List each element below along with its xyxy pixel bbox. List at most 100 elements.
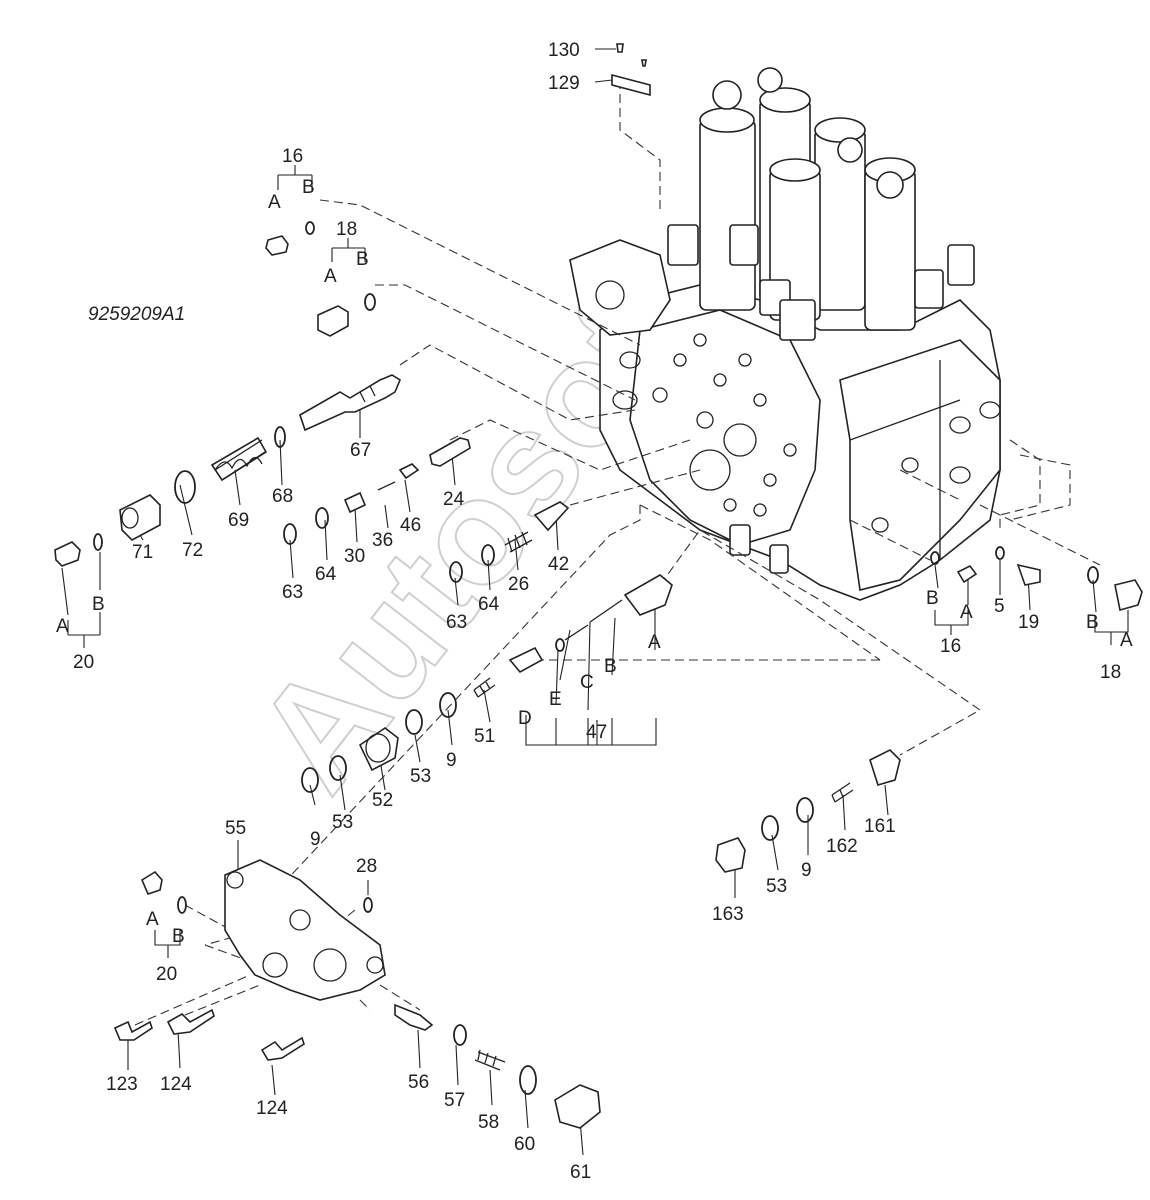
part-63b-ring [449, 561, 463, 583]
part-53b-ring [329, 755, 347, 781]
part-161 [869, 749, 901, 786]
callout-label: 9 [310, 829, 321, 850]
callout-label: 72 [182, 540, 203, 561]
callout-label: A [324, 266, 337, 287]
part-63-ring [283, 523, 297, 545]
callout-label: 57 [444, 1090, 465, 1111]
callout-label: B [172, 926, 185, 947]
label-leaders [61, 48, 1129, 1156]
part-26-spring [504, 531, 533, 553]
part-53a-ring [405, 709, 423, 735]
callout-label: 58 [478, 1112, 499, 1133]
callout-label: B [604, 656, 617, 677]
callout-label: 42 [548, 554, 569, 575]
callout-label: 124 [256, 1098, 288, 1119]
part-162-spring [831, 782, 854, 803]
part-53c-ring [761, 815, 779, 841]
part-16b-plug [956, 564, 978, 584]
callout-label: 63 [282, 582, 303, 603]
part-64b-ring [481, 544, 495, 566]
callout-label: 56 [408, 1072, 429, 1093]
callout-label: B [302, 177, 315, 198]
callout-label: 51 [474, 726, 495, 747]
callout-label: 129 [548, 73, 580, 94]
callout-label: 68 [272, 486, 293, 507]
part-56 [394, 1003, 434, 1031]
callout-label: A [960, 602, 973, 623]
part-9a-ring [439, 692, 457, 718]
callout-label: 28 [356, 856, 377, 877]
part-47-d [508, 646, 544, 674]
callout-label: 5 [994, 596, 1005, 617]
part-52 [358, 727, 399, 772]
callout-label: B [92, 594, 105, 615]
callout-label: B [1086, 612, 1099, 633]
part-68-ring [274, 426, 286, 448]
callout-label: 67 [350, 440, 371, 461]
part-61-plug [554, 1084, 601, 1129]
callout-label: 60 [514, 1134, 535, 1155]
callout-label: D [518, 708, 532, 729]
callout-label: 63 [446, 612, 467, 633]
callout-label: 124 [160, 1074, 192, 1095]
part-24-spool [429, 437, 471, 467]
callout-label: 52 [372, 790, 393, 811]
callout-label: 18 [336, 219, 357, 240]
callout-label: C [580, 672, 594, 693]
callout-label: 20 [156, 964, 177, 985]
part-58-spring [474, 1049, 506, 1071]
end-plate-holes [652, 333, 797, 517]
callout-label: 26 [508, 574, 529, 595]
callout-label: 16 [940, 636, 961, 657]
callout-label: 69 [228, 510, 249, 531]
callout-label: 64 [315, 564, 337, 585]
part-51-spring [473, 677, 496, 698]
assembly-guide-lines [134, 80, 1101, 1026]
callout-label: 161 [864, 816, 896, 837]
part-18b-plug [1114, 579, 1143, 612]
part-124b-bolt [260, 1036, 305, 1061]
callout-label: 163 [712, 904, 744, 925]
part-9b-ring [301, 767, 319, 793]
callout-label: 9 [446, 750, 457, 771]
callout-label: 53 [766, 876, 787, 897]
callout-label: A [56, 616, 69, 637]
part-64-ring [315, 507, 329, 529]
part-71-cap [119, 494, 161, 541]
part-19 [1016, 563, 1041, 586]
part-30 [343, 491, 367, 514]
callout-labels: 130 129 16 A B 18 A B 67 68 69 72 71 A B… [56, 40, 1133, 1183]
callout-label: 55 [225, 818, 246, 839]
part-46 [398, 463, 420, 480]
part-20-plug [54, 541, 81, 567]
callout-label: 20 [73, 652, 94, 673]
control-valve-assembly [569, 67, 1001, 601]
callout-label: 9 [801, 860, 812, 881]
part-67-spool [299, 374, 401, 432]
callout-label: 162 [826, 836, 858, 857]
callout-label: 123 [106, 1074, 138, 1095]
part-129-plate [611, 73, 651, 97]
part-55-cover [224, 859, 386, 1001]
callout-label: 19 [1018, 612, 1039, 633]
callout-label: 71 [132, 542, 153, 563]
exploded-parts [54, 43, 1143, 1129]
part-130-screw [616, 43, 624, 53]
callout-label: 30 [344, 546, 365, 567]
callout-label: B [356, 249, 369, 270]
part-69-spring [214, 439, 266, 481]
callout-label: 18 [1100, 662, 1121, 683]
callout-label: 36 [372, 530, 393, 551]
callout-label: 47 [586, 722, 607, 743]
part-9c-ring [796, 797, 814, 823]
callout-label: 61 [570, 1162, 591, 1183]
callout-label: 130 [548, 40, 580, 61]
part-57-washer [453, 1024, 467, 1046]
callout-label: 46 [400, 515, 421, 536]
part-124a-bolt [166, 1008, 215, 1035]
callout-label: 64 [478, 594, 500, 615]
callout-label: A [146, 909, 159, 930]
part-47-a [623, 574, 673, 616]
part-18-plug [317, 305, 349, 337]
callout-label: A [268, 192, 281, 213]
